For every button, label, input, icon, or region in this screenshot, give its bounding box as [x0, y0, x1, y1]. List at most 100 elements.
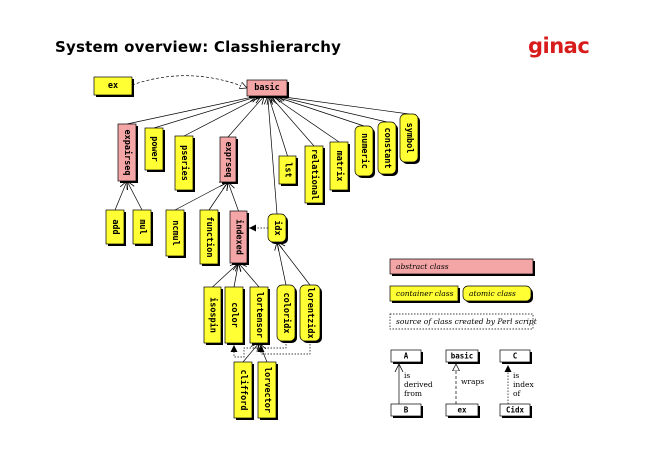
class-label-expairseq: expairseq — [122, 129, 133, 175]
class-node-isospin: isospin — [203, 286, 223, 345]
class-label-numeric: numeric — [359, 133, 370, 169]
legend-node-B: B — [390, 403, 423, 418]
legend-abstract-class: abstract class — [389, 258, 535, 276]
class-node-lorentzidx: lorentzidx — [299, 284, 322, 343]
edge-color-to-indexed — [232, 262, 242, 288]
edge-exprseq-to-basic — [227, 95, 265, 138]
class-node-symbol: symbol — [399, 113, 420, 164]
page-title: System overview: Classhierarchy — [55, 38, 342, 56]
edge-function-to-exprseq — [208, 181, 229, 211]
edge-lst-to-basic — [266, 95, 288, 157]
svg-text:container class: container class — [396, 289, 454, 298]
legend-node-basic: basic — [445, 349, 480, 364]
class-label-lortensor: lortensor — [254, 292, 264, 338]
svg-text:B: B — [404, 406, 409, 415]
svg-text:is: is — [404, 371, 410, 380]
class-node-add: add — [105, 209, 126, 246]
class-label-constant: constant — [382, 128, 392, 169]
class-node-color: color — [224, 286, 245, 345]
edge-add-to-expairseq — [114, 180, 129, 211]
class-label-indexed: indexed — [234, 219, 245, 255]
class-label-matrix: matrix — [334, 151, 345, 182]
class-node-lortensor: lortensor — [249, 286, 270, 345]
edge-matrix-to-basic — [271, 95, 340, 143]
svg-text:source of class created by Per: source of class created by Perl script — [396, 317, 538, 326]
class-node-numeric: numeric — [354, 125, 375, 178]
legend-container-class: container class — [389, 285, 460, 303]
svg-text:Cidx: Cidx — [506, 406, 525, 415]
edge-relational-to-basic — [269, 95, 315, 147]
svg-text:of: of — [513, 389, 522, 398]
edge-coloridx-index-of-color — [230, 341, 287, 358]
class-label-coloridx: coloridx — [281, 293, 292, 334]
class-node-expairseq: expairseq — [117, 123, 138, 183]
edge-ex-wraps-basic — [131, 75, 247, 88]
class-label-ncmul: ncmul — [170, 220, 180, 246]
class-node-exprseq: exprseq — [219, 136, 238, 184]
class-label-clifford: clifford — [238, 370, 249, 411]
edge-idx-to-basic — [263, 95, 278, 215]
svg-text:index: index — [513, 380, 534, 389]
svg-text:is: is — [513, 371, 519, 380]
class-node-function: function — [199, 209, 220, 266]
svg-text:abstract class: abstract class — [396, 262, 449, 271]
edge-lorentzidx-index-of-lortensor — [257, 341, 311, 355]
class-label-exprseq: exprseq — [223, 142, 233, 178]
class-node-clifford: clifford — [233, 361, 254, 420]
class-node-pseries: pseries — [174, 135, 195, 192]
class-node-basic: basic — [246, 79, 289, 98]
class-node-relational: relational — [304, 145, 325, 205]
class-label-basic: basic — [254, 82, 280, 93]
legend-node-A: A — [390, 349, 423, 364]
class-label-lst: lst — [283, 162, 293, 177]
class-label-symbol: symbol — [404, 123, 414, 154]
class-label-pseries: pseries — [179, 145, 190, 181]
edge-lorvector-to-lortensor — [258, 342, 268, 363]
svg-text:wraps: wraps — [461, 377, 484, 386]
legend-atomic-class: atomic class — [462, 285, 533, 303]
class-node-indexed: indexed — [229, 210, 249, 265]
edge-symbol-to-basic — [276, 92, 410, 115]
class-node-lorvector: lorvector — [257, 361, 278, 420]
edge-ncmul-to-exprseq — [174, 181, 229, 211]
class-label-lorentzidx: lorentzidx — [305, 287, 316, 338]
class-node-coloridx: coloridx — [276, 284, 297, 343]
class-node-matrix: matrix — [329, 141, 350, 192]
class-label-add: add — [110, 219, 120, 234]
edge-lorentzidx-to-idx — [276, 241, 311, 286]
class-label-ex: ex — [108, 81, 118, 91]
class-node-constant: constant — [377, 121, 398, 176]
svg-text:basic: basic — [451, 352, 474, 361]
class-node-mul: mul — [132, 209, 153, 246]
svg-text:A: A — [404, 352, 409, 361]
svg-text:from: from — [404, 389, 422, 398]
class-label-color: color — [229, 302, 239, 328]
legend-node-ex: ex — [445, 403, 480, 418]
class-node-ncmul: ncmul — [165, 209, 186, 258]
class-label-mul: mul — [137, 219, 147, 234]
legend-node-Cidx: Cidx — [499, 403, 532, 418]
ginac-logo: ginac — [528, 34, 590, 58]
class-label-lorvector: lorvector — [262, 367, 272, 413]
class-node-lst: lst — [278, 155, 298, 186]
class-label-relational: relational — [309, 149, 320, 200]
class-node-idx: idx — [267, 213, 288, 244]
legend-perl-script: source of class created by Perl script — [389, 313, 538, 331]
class-node-power: power — [144, 127, 165, 172]
class-label-isospin: isospin — [208, 297, 219, 333]
svg-text:ex: ex — [457, 406, 467, 415]
edge-clifford-to-lortensor — [242, 342, 260, 363]
svg-text:C: C — [513, 352, 518, 361]
class-label-function: function — [204, 217, 215, 258]
legend-node-C: C — [499, 349, 532, 364]
edge-pseries-to-basic — [183, 95, 262, 137]
svg-text:derived: derived — [404, 380, 433, 389]
svg-text:atomic class: atomic class — [469, 289, 516, 298]
class-node-ex: ex — [93, 76, 134, 97]
edge-indexed-to-exprseq — [226, 181, 239, 212]
class-label-idx: idx — [272, 220, 283, 235]
